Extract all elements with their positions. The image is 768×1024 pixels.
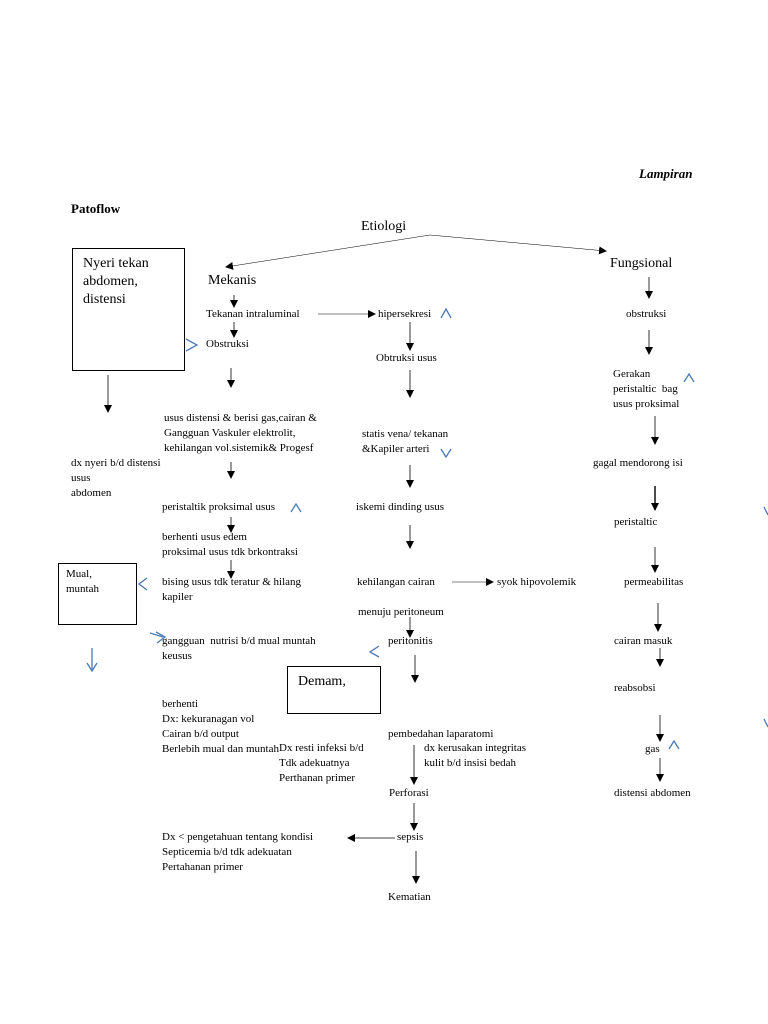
node-mekanis: Mekanis bbox=[208, 273, 257, 288]
node-obstruksi-fungsional: obstruksi bbox=[626, 308, 667, 320]
node-permeabilitas: permeabilitas bbox=[624, 576, 684, 588]
node-dx-resti: Dx resti infeksi b/d Tdk adekuatnya Pert… bbox=[279, 742, 364, 784]
blue-arrow-peritonitis-left bbox=[368, 645, 380, 658]
node-reabsobsi: reabsobsi bbox=[614, 682, 656, 694]
blue-arrow-right-edge-2 bbox=[763, 718, 768, 728]
node-tekanan-intraluminal: Tekanan intraluminal bbox=[206, 308, 300, 320]
box-nyeri-tekan: Nyeri tekan abdomen, distensi bbox=[72, 248, 185, 371]
node-berhenti-dx: berhenti Dx: kekuranagan vol Cairan b/d … bbox=[162, 698, 279, 755]
blue-arrow-gas-up bbox=[668, 739, 680, 750]
blue-arrow-peristaltik-up bbox=[290, 502, 302, 513]
blue-arrow-obstruksi-right bbox=[185, 338, 199, 352]
node-obstruksi: Obstruksi bbox=[206, 338, 249, 350]
node-hipersekresi: hipersekresi bbox=[378, 308, 432, 320]
node-menuju-peritoneum: menuju peritoneum bbox=[358, 606, 444, 618]
node-dx-nyeri: dx nyeri b/d distensi usus abdomen bbox=[71, 457, 161, 499]
node-pembedahan: pembedahan laparatomi bbox=[388, 728, 494, 740]
node-peristaltik-proksimal: peristaltik proksimal usus bbox=[162, 501, 276, 513]
box-demam: Demam, bbox=[287, 666, 381, 714]
node-bising-usus: bising usus tdk teratur & hilang kapiler bbox=[162, 576, 302, 603]
node-gagal-mendorong: gagal mendorong isi bbox=[593, 457, 683, 469]
box-mual-muntah: Mual, muntah bbox=[58, 563, 137, 625]
node-fungsional: Fungsional bbox=[610, 256, 673, 271]
node-dx-kerusakan: dx kerusakan integritas kulit b/d insisi… bbox=[424, 742, 527, 769]
node-iskemi: iskemi dinding usus bbox=[356, 501, 445, 513]
node-kematian: Kematian bbox=[388, 891, 431, 903]
arrow-etiologi-mekanis bbox=[225, 234, 431, 270]
node-peritonitis: peritonitis bbox=[388, 635, 433, 647]
blue-arrow-statis-down bbox=[440, 448, 452, 459]
node-statis-vena: statis vena/ tekanan &Kapiler arteri bbox=[362, 428, 449, 455]
node-gerakan-peristaltic: Gerakan peristaltic bag usus proksimal bbox=[613, 368, 680, 410]
node-gas: gas bbox=[645, 743, 660, 755]
blue-arrow-gangguan-line bbox=[149, 632, 164, 638]
node-dx-pengetahuan: Dx < pengetahuan tentang kondisi Septice… bbox=[162, 831, 314, 873]
node-obtruksi-usus: Obtruksi usus bbox=[376, 352, 437, 364]
node-cairan-masuk: cairan masuk bbox=[614, 635, 673, 647]
patoflow-title: Patoflow bbox=[71, 201, 121, 216]
blue-arrow-gangguan-head bbox=[155, 631, 167, 644]
lampiran-label: Lampiran bbox=[639, 166, 693, 181]
node-gangguan-nutrisi: gangguan nutrisi b/d mual muntah keusus bbox=[162, 635, 316, 662]
node-peristaltic: peristaltic bbox=[614, 516, 658, 528]
node-etiologi: Etiologi bbox=[361, 219, 407, 234]
blue-arrow-hipersekresi-up bbox=[440, 307, 452, 319]
blue-arrow-mual-down-head bbox=[86, 662, 98, 673]
node-sepsis: sepsis bbox=[397, 831, 424, 843]
blue-arrow-gerakan-up bbox=[683, 372, 695, 383]
node-distensi-abdomen: distensi abdomen bbox=[614, 787, 691, 799]
node-kehilangan-cairan: kehilangan cairan bbox=[357, 576, 435, 588]
blue-arrow-right-edge-1 bbox=[763, 506, 768, 516]
blue-arrow-bising-left bbox=[137, 577, 148, 591]
node-berhenti-usus: berhenti usus edem proksimal usus tdk br… bbox=[162, 531, 298, 558]
node-perforasi: Perforasi bbox=[389, 787, 429, 799]
arrow-etiologi-fungsional bbox=[429, 234, 607, 255]
node-syok-hipovolemik: syok hipovolemik bbox=[497, 576, 577, 588]
node-usus-distensi: usus distensi & berisi gas,cairan & Gang… bbox=[164, 412, 317, 454]
